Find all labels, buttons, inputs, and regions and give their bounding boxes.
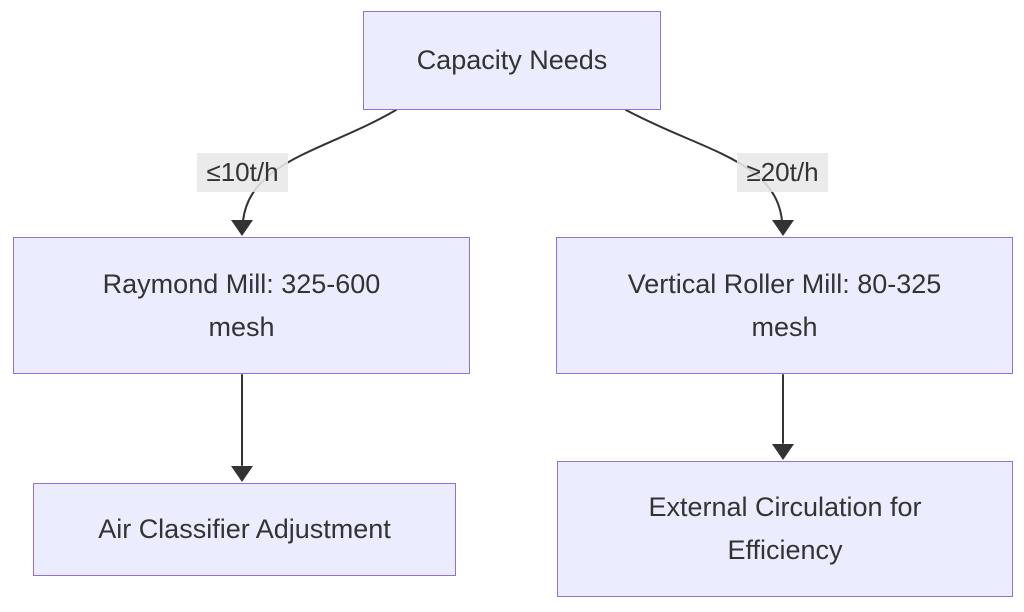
edge-capacity-to-vertical bbox=[625, 109, 783, 222]
arrowhead-external bbox=[772, 444, 794, 460]
node-label: Air Classifier Adjustment bbox=[98, 514, 391, 545]
arrowhead-raymond bbox=[231, 220, 253, 236]
node-vertical-roller-mill: Vertical Roller Mill: 80-325 mesh bbox=[556, 237, 1013, 374]
edge-capacity-to-raymond bbox=[242, 109, 397, 222]
node-raymond-mill: Raymond Mill: 325-600 mesh bbox=[13, 237, 470, 374]
node-label: Vertical Roller Mill: 80-325 mesh bbox=[627, 268, 942, 342]
arrowhead-vertical bbox=[772, 220, 794, 236]
edge-label-ge20tph: ≥20t/h bbox=[737, 153, 828, 192]
node-label: Raymond Mill: 325-600 mesh bbox=[102, 268, 381, 342]
node-label: External Circulation for Efficiency bbox=[648, 492, 922, 565]
node-label: Capacity Needs bbox=[416, 45, 608, 76]
node-capacity-needs: Capacity Needs bbox=[363, 11, 661, 110]
arrowhead-air bbox=[231, 466, 253, 482]
node-air-classifier-adjustment: Air Classifier Adjustment bbox=[33, 483, 456, 576]
edge-label-text: ≥20t/h bbox=[746, 157, 819, 188]
node-external-circulation: External Circulation for Efficiency bbox=[557, 461, 1013, 597]
edge-label-text: ≤10t/h bbox=[206, 157, 279, 188]
edge-label-le10tph: ≤10t/h bbox=[197, 153, 288, 192]
